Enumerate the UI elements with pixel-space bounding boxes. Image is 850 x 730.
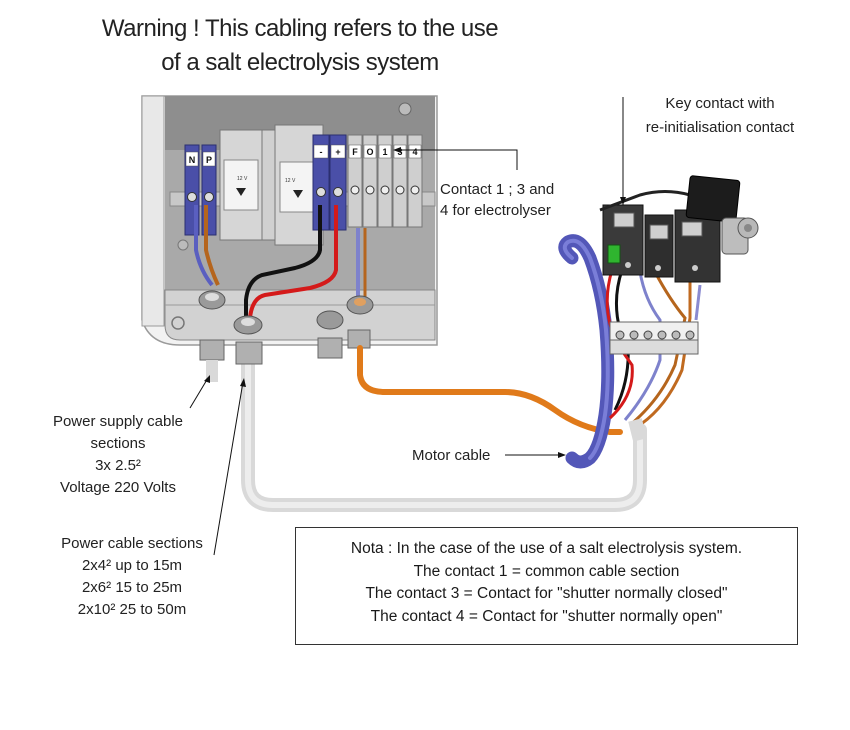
wire-black — [244, 205, 322, 318]
key-contact-line-1: Key contact with — [665, 95, 775, 112]
power-supply-line-4: Voltage 220 Volts — [60, 479, 176, 496]
nota-line-4: The contact 4 = Contact for "shutter nor… — [370, 607, 723, 625]
relay-1-rating: 12 V — [237, 176, 248, 182]
leader-contacts — [395, 149, 518, 170]
motor-cable-orange — [357, 345, 623, 435]
power-supply-line-3: 3x 2.5² — [95, 457, 141, 474]
nota-box: Nota : In the case of the use of a salt … — [295, 527, 798, 645]
wire-brown-left — [204, 205, 220, 286]
terminal-strip — [312, 134, 423, 231]
nota-line-3: The contact 3 = Contact for "shutter nor… — [365, 585, 728, 602]
terminal-label-f: F — [352, 147, 358, 157]
contacts-label: Contact 1 ; 3 and 4 for electrolyser — [440, 180, 570, 220]
terminal-label-o: O — [366, 147, 373, 157]
nota-line-2: The contact 1 = common cable section — [413, 562, 680, 580]
wire-red — [248, 205, 338, 319]
contacts-line-2: 4 for electrolyser — [440, 202, 551, 219]
terminal-label-4: 4 — [412, 147, 417, 157]
wire-blue-left — [194, 205, 214, 287]
power-cable-line-3: 2x6² 15 to 25m — [81, 579, 183, 596]
power-cable-loop — [241, 345, 647, 512]
terminal-label-plus: + — [335, 147, 340, 157]
connector-strip — [609, 321, 699, 355]
key-contact-label: Key contact with re-initialisation conta… — [612, 94, 828, 137]
power-supply-label: Power supply cable sections 3x 2.5² Volt… — [38, 412, 198, 497]
power-supply-line-2: sections — [90, 435, 146, 452]
title-line-2: of a salt electrolysis system — [161, 49, 439, 76]
title-line-1: Warning ! This cabling refers to the use — [101, 15, 499, 42]
terminal-label-minus: - — [320, 147, 323, 157]
terminal-label-n: N — [189, 155, 196, 165]
key-switch — [599, 175, 759, 283]
leader-power-cable — [213, 381, 244, 556]
cable-glands — [198, 290, 374, 365]
nota-line-1: Nota : In the case of the use of a salt … — [350, 540, 743, 557]
leader-power-supply — [189, 377, 209, 409]
terminal-label-1: 1 — [382, 147, 387, 157]
power-cable-line-1: Power cable sections — [61, 535, 203, 552]
power-cable-label: Power cable sections 2x4² up to 15m 2x6²… — [52, 534, 212, 619]
motor-cable-label: Motor cable — [412, 447, 491, 464]
contacts-line-1: Contact 1 ; 3 and — [440, 181, 555, 198]
power-supply-line-1: Power supply cable — [52, 413, 184, 430]
terminal-label-p: P — [206, 155, 212, 165]
power-cable-line-4: 2x10² 25 to 50m — [77, 601, 187, 618]
key-contact-line-2: re-initialisation contact — [645, 119, 795, 136]
relay-2-rating: 12 V — [285, 178, 296, 184]
power-cable-line-2: 2x4² up to 15m — [81, 557, 183, 574]
